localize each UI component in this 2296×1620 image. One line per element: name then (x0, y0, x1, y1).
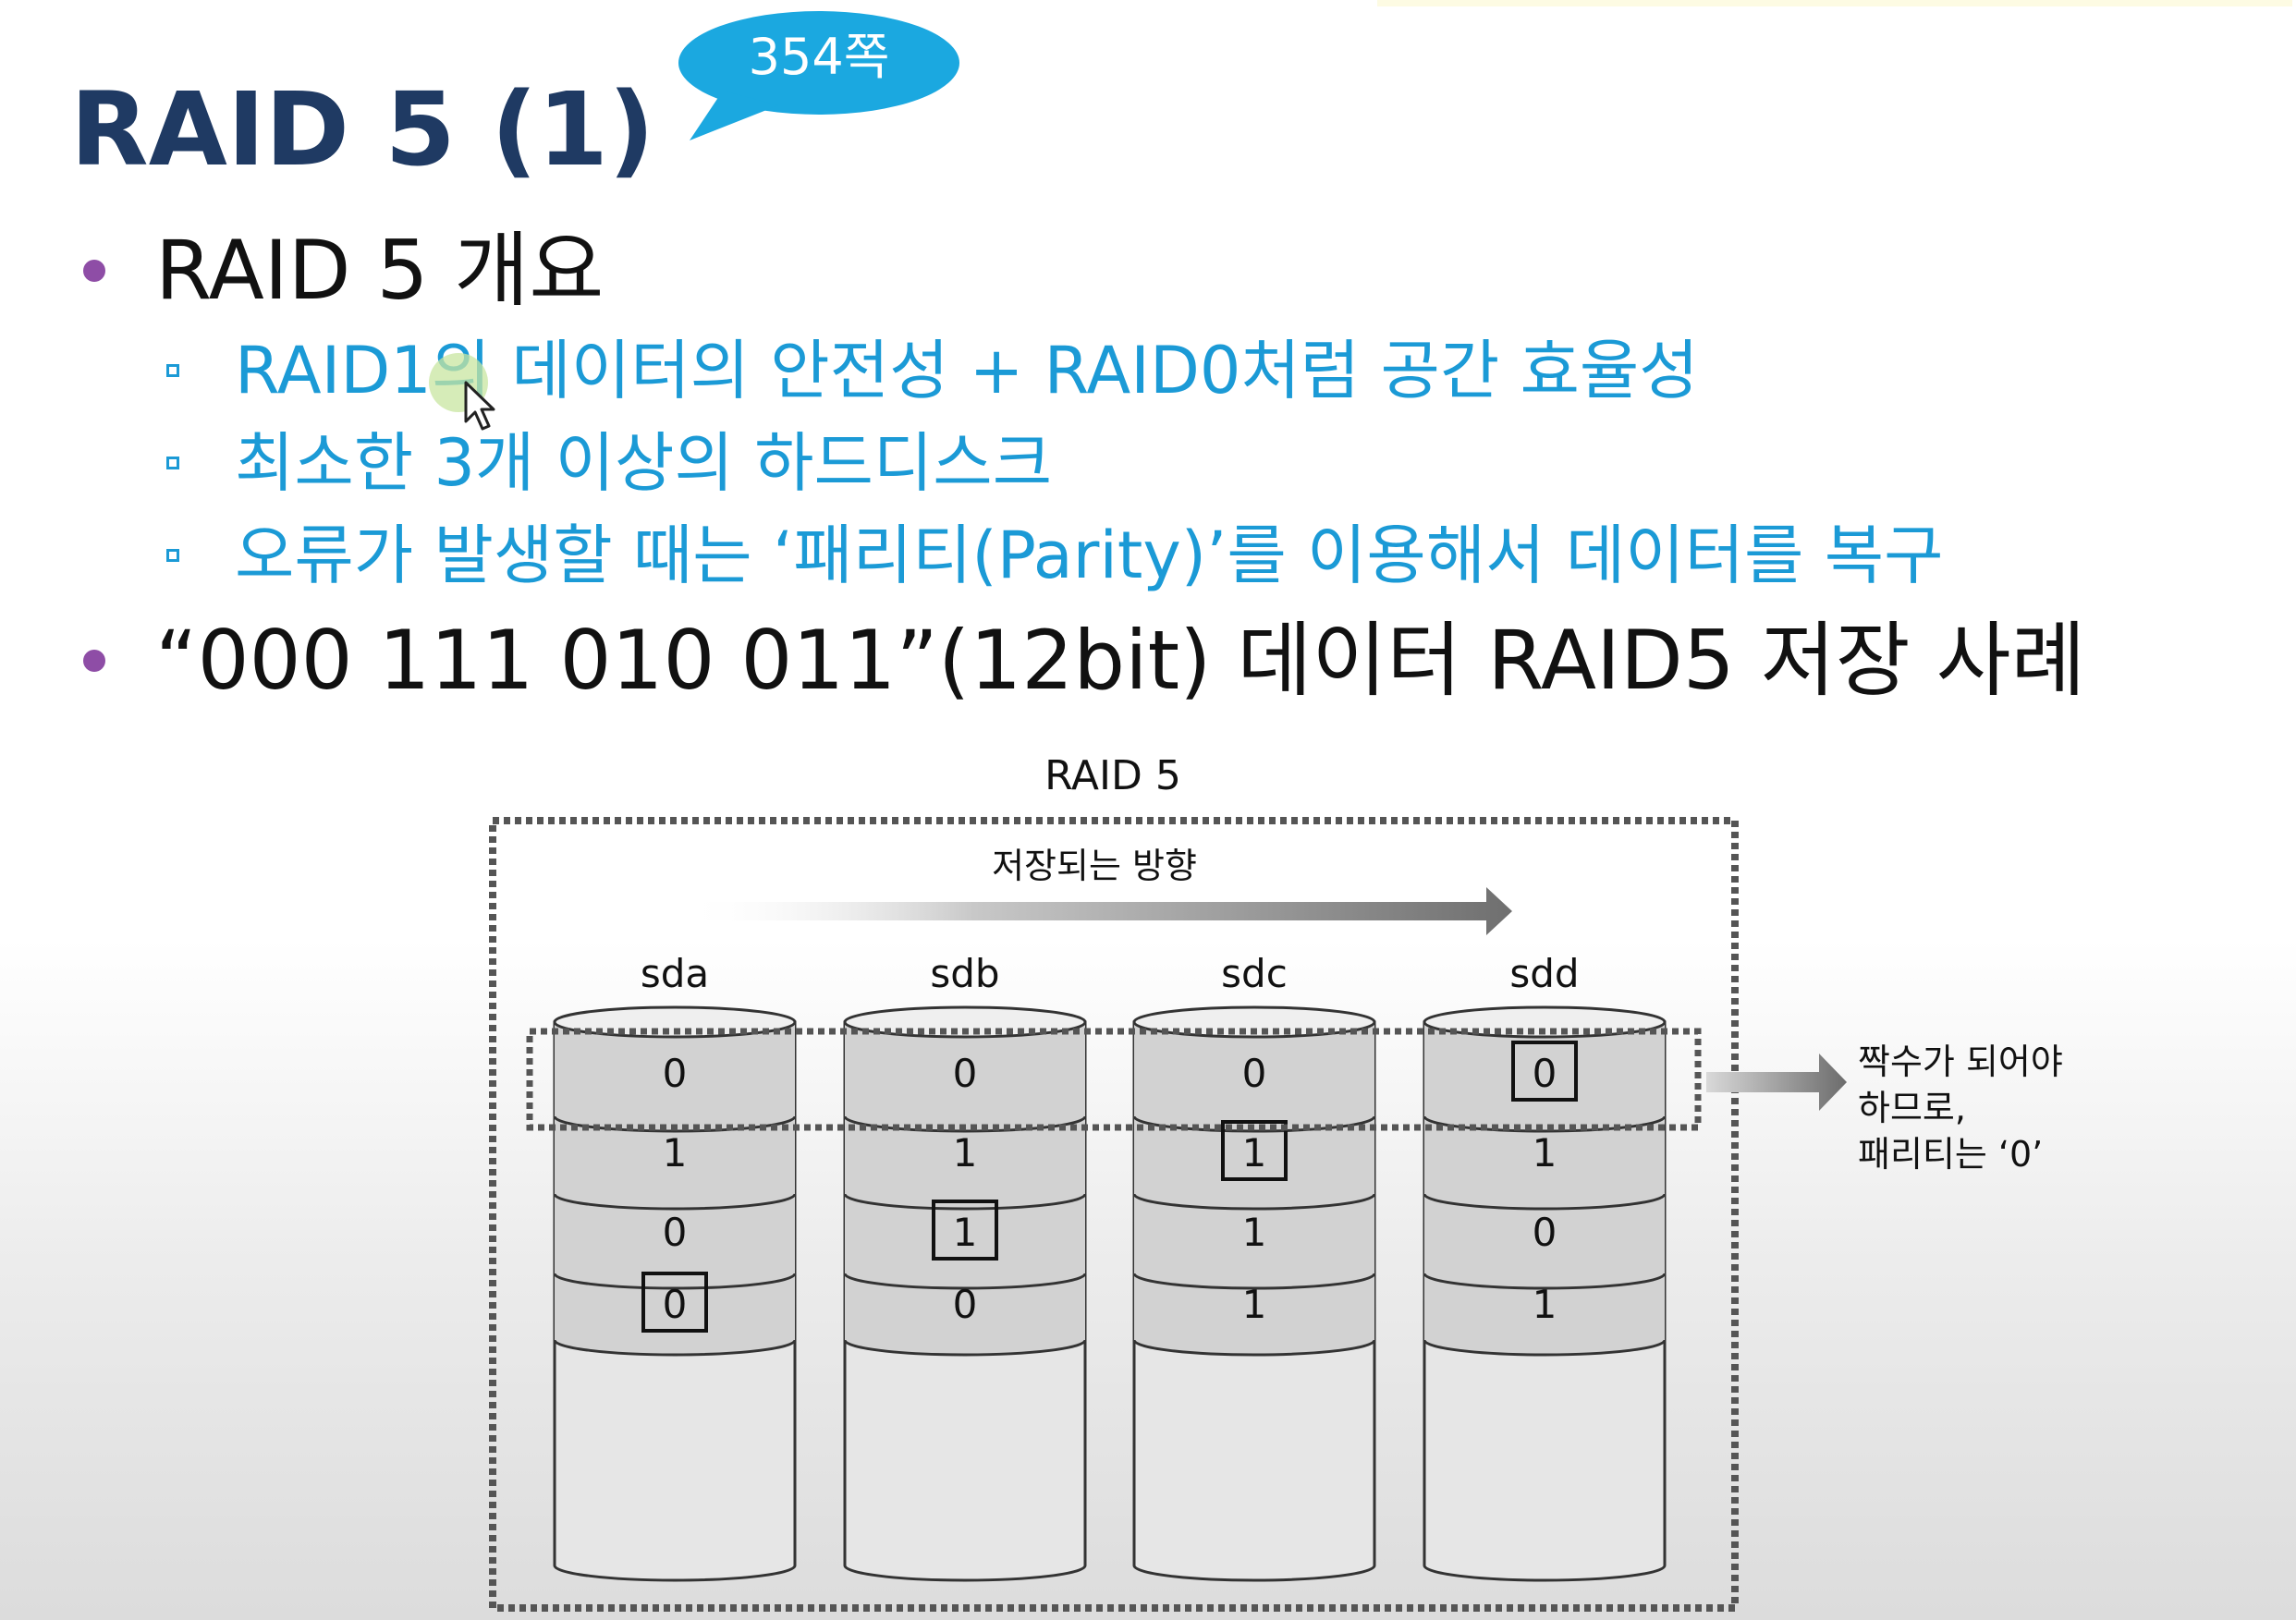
disk-sda: sda 0 1 0 0 (553, 951, 797, 1582)
disk-band (1424, 1194, 1665, 1288)
disk-band-separator (843, 1273, 1087, 1290)
disk-top (1132, 1005, 1376, 1039)
disk-band (1134, 1022, 1374, 1131)
disk-label: sdd (1509, 951, 1579, 996)
disk-band-separator (553, 1193, 797, 1211)
disk-band-separator (553, 1273, 797, 1290)
disk-band-separator (553, 1115, 797, 1133)
bullet-overview: RAID 5 개요 (83, 220, 915, 322)
disk-band (1134, 1273, 1374, 1355)
disk-band-separator (843, 1339, 1087, 1357)
parity-note-line-2: 하므로, (1858, 1088, 1966, 1128)
data-bit: 0 (663, 1210, 688, 1255)
direction-arrow-icon (684, 887, 1512, 935)
diagram-title: RAID 5 (1044, 752, 1181, 799)
data-bit: 0 (953, 1282, 978, 1327)
bullet-example: “000 111 010 011”(12bit) 데이터 RAID5 저장 사례 (83, 610, 2209, 712)
data-bit: 1 (1533, 1130, 1557, 1175)
top-highlight-strip (1377, 0, 2292, 6)
parity-box (641, 1272, 708, 1333)
page-badge-bubble (678, 11, 959, 140)
disk-band (555, 1194, 795, 1288)
data-bit: 0 (663, 1051, 688, 1096)
disk-label: sdb (930, 951, 999, 996)
disk-band (845, 1022, 1085, 1131)
disk-band (1424, 1116, 1665, 1209)
bullet-text: RAID 5 개요 (155, 223, 605, 318)
parity-bit: 1 (1242, 1130, 1267, 1175)
bullet-text: “000 111 010 011”(12bit) 데이터 RAID5 저장 사례 (155, 613, 2086, 708)
sub-bullet-marker (166, 364, 179, 377)
disk-sdd: sdd 0 1 0 1 (1423, 951, 1667, 1582)
disk-band (1424, 1022, 1665, 1131)
disk-band (1134, 1116, 1374, 1209)
data-bit: 1 (953, 1130, 978, 1175)
parity-note-line-1: 짝수가 되어야 (1858, 1041, 2063, 1082)
sub-bullet-min-disks: 최소한 3개 이상의 하드디스크 (166, 421, 2107, 505)
bullet-dot (83, 650, 105, 672)
parity-box (1511, 1041, 1578, 1102)
data-bit: 0 (953, 1051, 978, 1096)
sub-bullet-marker (166, 549, 179, 562)
disk-band-separator (1132, 1339, 1376, 1357)
disk-band-separator (1423, 1115, 1667, 1133)
data-bit: 1 (663, 1130, 688, 1175)
sub-bullet-parity: 오류가 발생할 때는 ‘패리티(Parity)’를 이용해서 데이터를 복구 (166, 514, 2200, 597)
sub-bullet-text: 최소한 3개 이상의 하드디스크 (235, 425, 1053, 501)
disk-sdc: sdc 0 1 1 1 (1132, 951, 1376, 1582)
raid-array-outline (489, 817, 1739, 1612)
sub-bullet-text: 오류가 발생할 때는 ‘패리티(Parity)’를 이용해서 데이터를 복구 (235, 518, 1944, 593)
data-bit: 1 (1242, 1210, 1267, 1255)
parity-box (932, 1200, 998, 1261)
parity-box (1221, 1120, 1288, 1181)
sub-bullet-marker (166, 457, 179, 469)
disk-top (843, 1005, 1087, 1039)
direction-label: 저장되는 방향 (992, 846, 1197, 886)
disk-band-separator (1423, 1339, 1667, 1357)
disk-band-separator (1423, 1193, 1667, 1211)
page-badge: 354쪽 (748, 28, 890, 86)
disk-band-separator (1132, 1115, 1376, 1133)
disk-band (555, 1273, 795, 1355)
note-arrow-icon (1706, 1054, 1847, 1111)
disk-band-separator (1132, 1273, 1376, 1290)
disk-band (555, 1116, 795, 1209)
disk-band (1134, 1194, 1374, 1288)
parity-bit: 0 (1533, 1051, 1557, 1096)
disk-band-separator (1423, 1273, 1667, 1290)
disk-band-separator (553, 1339, 797, 1357)
disk-band-separator (843, 1115, 1087, 1133)
parity-bit: 0 (663, 1282, 688, 1327)
bullet-dot (83, 260, 105, 282)
disk-band-separator (843, 1193, 1087, 1211)
disk-label: sda (641, 951, 709, 996)
disk-band (555, 1022, 795, 1131)
disk-band (845, 1194, 1085, 1288)
parity-note-line-3: 패리티는 ‘0’ (1858, 1134, 2043, 1175)
disk-band (845, 1116, 1085, 1209)
slide-title: RAID 5 (1) (70, 70, 655, 189)
disk-band (1424, 1273, 1665, 1355)
data-bit: 1 (1242, 1282, 1267, 1327)
parity-bit: 1 (953, 1210, 978, 1255)
disk-band (845, 1273, 1085, 1355)
mouse-cursor-icon (429, 353, 495, 431)
disk-band-separator (1132, 1193, 1376, 1211)
data-bit: 0 (1533, 1210, 1557, 1255)
disk-sdb: sdb 0 1 1 0 (843, 951, 1087, 1582)
data-bit: 1 (1533, 1282, 1557, 1327)
data-bit: 0 (1242, 1051, 1267, 1096)
disk-label: sdc (1221, 951, 1288, 996)
